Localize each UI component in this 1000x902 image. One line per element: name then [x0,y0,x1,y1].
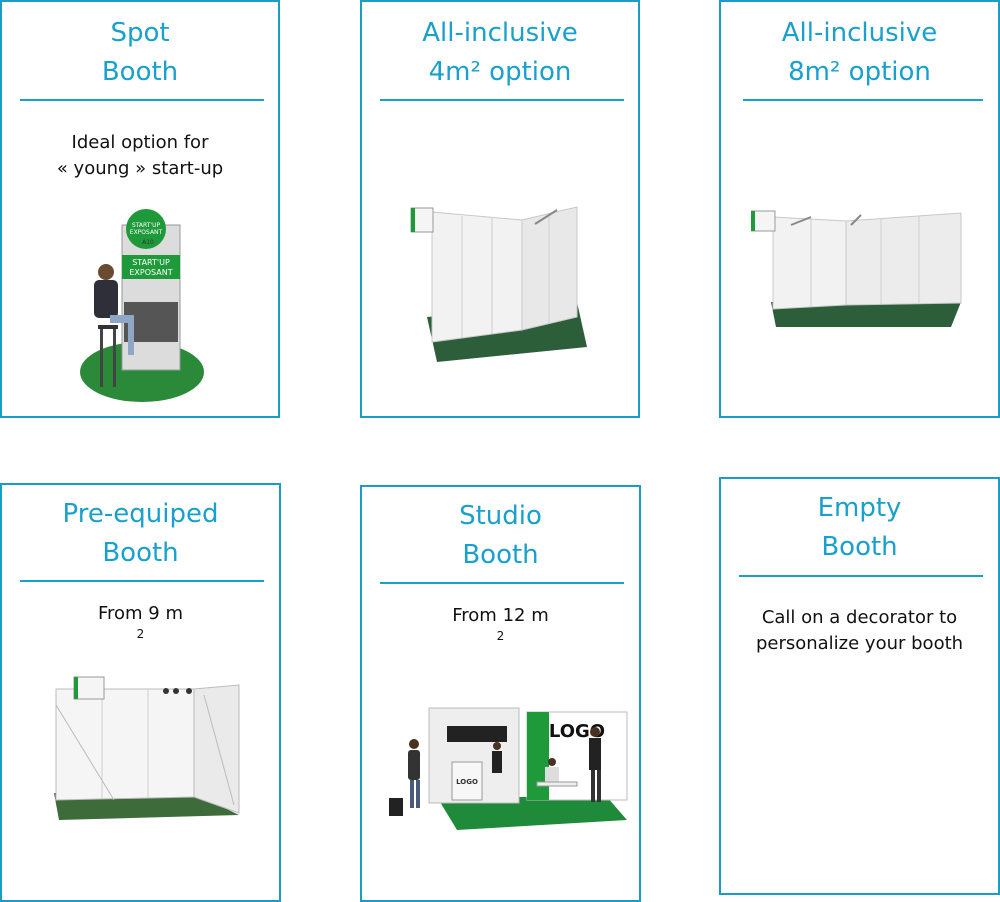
title-line-2: Booth [462,540,539,570]
wide-booth-8m2-illustration [751,210,962,327]
title-line-2: 8m² option [788,57,931,87]
title-line-2: Booth [821,532,898,562]
title-line-1: All-inclusive [422,18,578,48]
sign-exposant: EXPOSANT [129,268,172,277]
pre-equiped-booth-illustration [54,676,240,820]
sign-stand-number: A10 [142,239,154,246]
card-title: All-inclusive 8m² option [721,14,998,92]
sign-startup: START'UP [132,258,170,267]
title-divider [743,99,983,101]
logo-counter-text: LOGO [456,778,478,786]
sign-exposant-small: EXPOSANT [130,229,163,236]
card-title: Pre-equiped Booth [2,495,279,573]
card-description: Ideal option for « young » start-up [2,130,278,182]
booth-card-all-inclusive-8m2[interactable]: All-inclusive 8m² option [719,0,1000,418]
desc-line-1: Call on a decorator to [761,607,958,628]
title-divider [739,575,983,577]
card-description: From 12 m 2 [362,603,639,655]
title-divider [380,99,624,101]
title-line-1: All-inclusive [781,18,938,48]
title-divider [20,580,264,582]
title-divider [380,582,624,584]
booth-card-empty[interactable]: Empty Booth Call on a decorator to perso… [719,477,1000,895]
desc-line-1: From 9 m 2 [2,601,279,653]
card-title: Spot Booth [2,14,278,92]
title-line-1: Spot [110,18,170,48]
title-line-2: Booth [102,538,179,568]
booth-card-spot[interactable]: Spot Booth Ideal option for « young » st… [0,0,280,418]
booth-card-all-inclusive-4m2[interactable]: All-inclusive 4m² option [360,0,640,418]
spot-booth-illustration: START'UP EXPOSANT A10 START'UP EXPOSANT [80,209,204,402]
title-line-1: Studio [459,501,542,531]
card-title: Studio Booth [362,497,639,575]
logo-banner-text: LOGO [549,721,605,742]
desc-text: From 12 m [452,605,549,626]
desc-text: From 9 m [97,603,184,624]
desc-line-2: personalize your booth [755,633,964,654]
card-title: Empty Booth [721,489,998,567]
title-line-1: Empty [817,493,902,523]
superscript: 2 [496,629,505,643]
booth-card-studio[interactable]: Studio Booth From 12 m 2 LOGO LOGO [360,485,641,902]
title-line-2: 4m² option [428,57,572,87]
desc-line-1: From 12 m 2 [362,603,639,655]
title-line-2: Booth [101,57,179,87]
sign-startup-small: START'UP [132,222,161,229]
card-title: All-inclusive 4m² option [362,14,638,92]
corner-booth-4m2-illustration [410,206,587,362]
title-divider [20,99,264,101]
superscript: 2 [136,627,145,641]
booth-card-pre-equiped[interactable]: Pre-equiped Booth From 9 m 2 [0,483,281,902]
desc-line-1: Ideal option for [71,132,209,153]
desc-line-2: « young » start-up [56,158,224,179]
card-description: From 9 m 2 [2,601,279,653]
title-line-1: Pre-equiped [62,499,219,529]
studio-booth-illustration: LOGO LOGO [389,707,628,830]
card-description: Call on a decorator to personalize your … [721,605,998,657]
